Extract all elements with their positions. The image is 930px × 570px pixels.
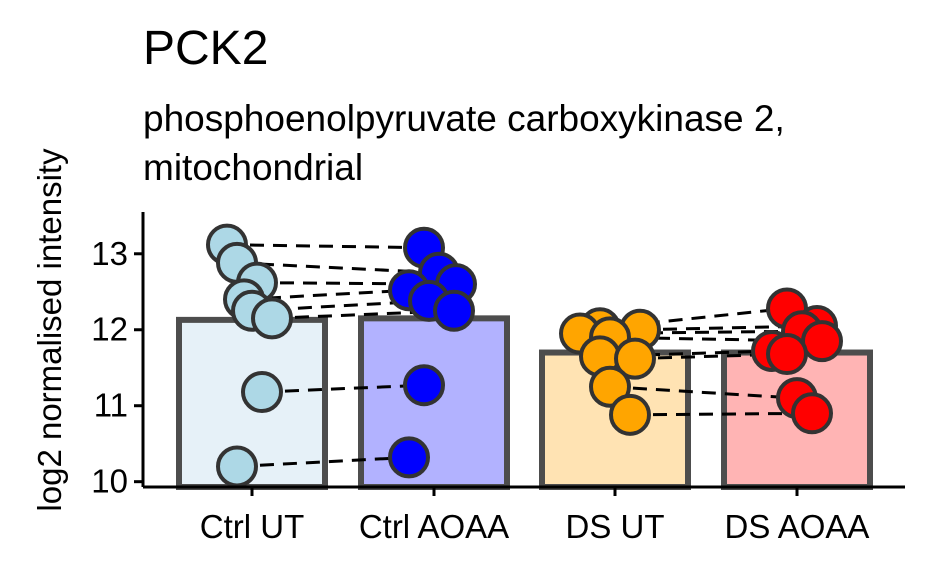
y-axis-title: log2 normalised intensity [31, 148, 68, 512]
data-point [589, 365, 631, 408]
chart-title: PCK2 [143, 22, 268, 75]
pair-line [226, 243, 425, 250]
x-tick-label: DS UT [566, 508, 665, 545]
data-point [801, 320, 843, 363]
data-point [388, 436, 430, 479]
pair-line [609, 385, 798, 400]
y-tick-label: 10 [91, 463, 128, 500]
data-point [766, 333, 808, 376]
points-layer [206, 223, 843, 488]
data-point [433, 289, 475, 332]
data-point [614, 337, 656, 380]
y-tick-label: 11 [94, 387, 128, 424]
x-tick-label: DS AOAA [725, 508, 870, 545]
x-tick-label: Ctrl UT [200, 508, 304, 545]
data-point [216, 445, 258, 488]
data-point [241, 371, 283, 414]
data-point [251, 297, 293, 340]
y-tick-label: 12 [91, 311, 128, 348]
pair-line [629, 411, 813, 417]
data-point [403, 364, 445, 407]
data-point [609, 393, 651, 436]
x-tick-label: Ctrl AOAA [359, 508, 509, 545]
pair-line [261, 383, 425, 394]
y-tick-label: 13 [91, 235, 128, 272]
chart-subtitle-line-2: mitochondrial [143, 147, 363, 188]
data-point [791, 392, 833, 435]
chart-subtitle-line-1: phosphoenolpyruvate carboxykinase 2, [143, 98, 785, 139]
pair-line [236, 455, 410, 468]
